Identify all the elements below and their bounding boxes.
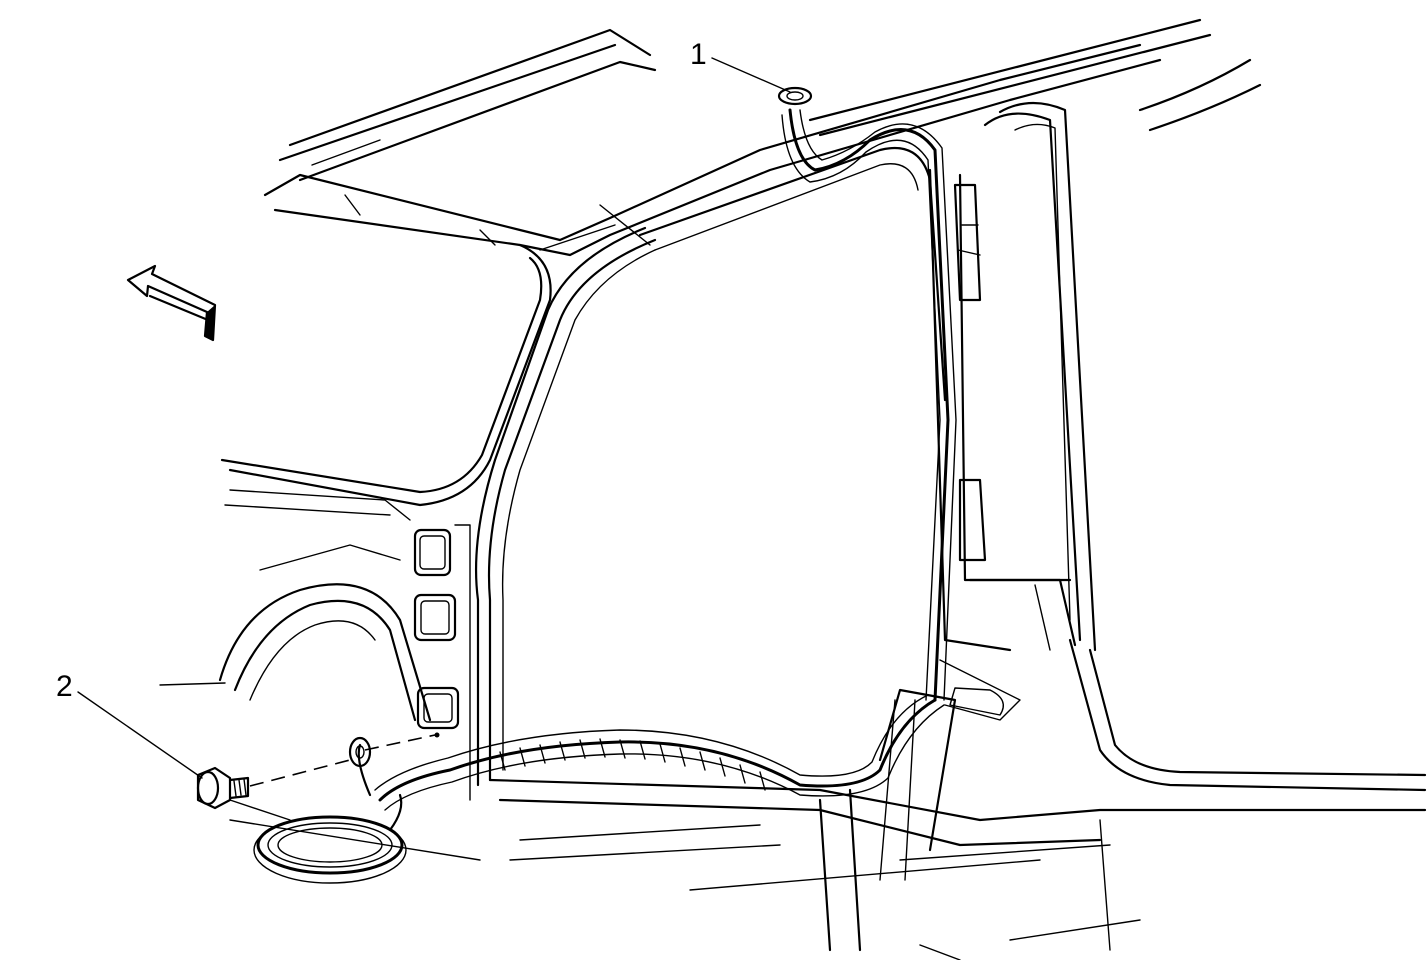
callout-label-1: 1 [690, 38, 707, 71]
roof-rail [263, 18, 1212, 257]
panel-cutouts [413, 524, 471, 801]
front-direction-arrow-icon [126, 264, 217, 342]
ground-bolt [196, 732, 440, 810]
front-door-opening [1138, 58, 1262, 132]
b-pillar [928, 101, 1427, 792]
quarter-window-frame [220, 243, 552, 521]
leader-lines [77, 57, 791, 779]
wheel-well [159, 544, 481, 861]
wiring-harness [253, 86, 957, 952]
callout-label-2: 2 [56, 670, 73, 703]
door-opening-frame [474, 146, 947, 787]
floor-sill [488, 659, 1427, 960]
